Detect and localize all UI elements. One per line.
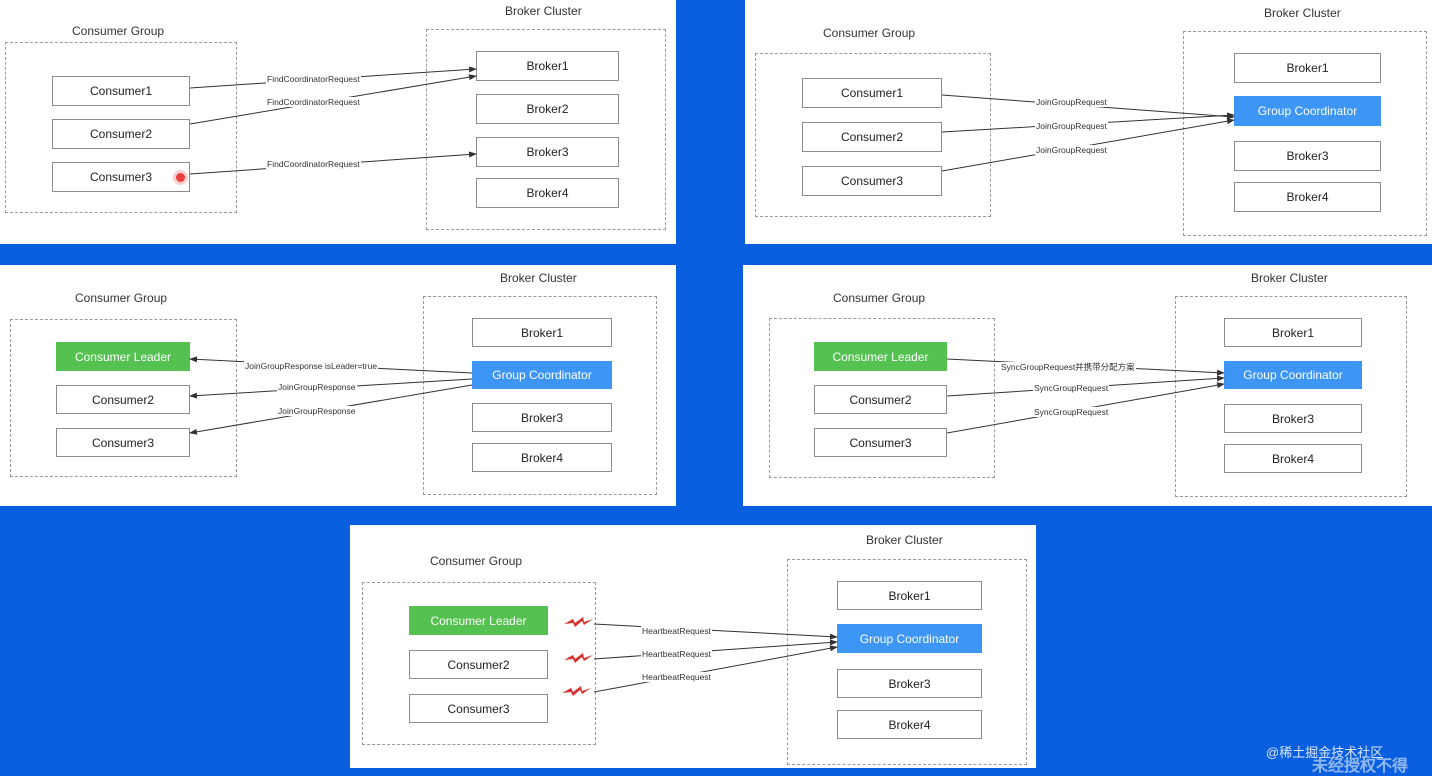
panel-join-group-response: Consumer Group Broker Cluster Consumer L… [0,265,676,506]
broker-cluster-box [1183,31,1427,236]
edge-label: HeartbeatRequest [641,626,712,636]
edge-line [593,623,838,640]
group-coordinator-node[interactable]: Group Coordinator [1234,96,1381,126]
broker-cluster-box [1175,296,1407,497]
consumer-leader-node[interactable]: Consumer Leader [814,342,947,371]
consumer-group-box [362,582,596,745]
overlay-caption-text: 未经授权不得 [1312,758,1409,775]
consumer-group-title: Consumer Group [823,26,916,40]
consumer-leader-node[interactable]: Consumer Leader [409,606,548,635]
consumer2-node[interactable]: Consumer2 [802,122,942,152]
broker3-node[interactable]: Broker3 [1234,141,1381,171]
broker-cluster-title: Broker Cluster [500,271,577,285]
panel-heartbeat: Consumer Group Broker Cluster Consumer L… [350,525,1036,768]
edge-label: JoinGroupResponse isLeader=true [244,361,379,371]
consumer-leader-node[interactable]: Consumer Leader [56,342,190,371]
broker4-node[interactable]: Broker4 [1234,182,1381,212]
broker4-node[interactable]: Broker4 [476,178,619,208]
edge-label: HeartbeatRequest [641,672,712,682]
consumer2-node[interactable]: Consumer2 [56,385,190,414]
panel-sync-group-request: Consumer Group Broker Cluster Consumer L… [743,265,1432,506]
broker1-node[interactable]: Broker1 [472,318,612,347]
panel-find-coordinator: Consumer Group Broker Cluster Consumer1 … [0,0,676,244]
broker-cluster-title: Broker Cluster [1264,6,1341,20]
consumer3-node[interactable]: Consumer3 [802,166,942,196]
edge-label: SyncGroupRequest [1033,407,1110,417]
consumer-group-box [769,318,995,478]
consumer3-node[interactable]: Consumer3 [56,428,190,457]
consumer2-node[interactable]: Consumer2 [409,650,548,679]
panel1-edges [189,66,477,175]
cursor-dot [176,173,185,182]
broker1-node[interactable]: Broker1 [1224,318,1362,347]
group-coordinator-node[interactable]: Group Coordinator [472,361,612,389]
group-coordinator-node[interactable]: Group Coordinator [837,624,982,653]
broker-cluster-title: Broker Cluster [866,533,943,547]
broker4-node[interactable]: Broker4 [1224,444,1362,473]
consumer-group-box [5,42,237,213]
broker-cluster-box [787,559,1027,765]
broker4-node[interactable]: Broker4 [472,443,612,472]
watermark-text: @稀土掘金技术社区 [1266,745,1384,760]
broker-cluster-title: Broker Cluster [505,4,582,18]
broker3-node[interactable]: Broker3 [1224,404,1362,433]
consumer1-node[interactable]: Consumer1 [802,78,942,108]
panel5-edges [593,623,838,693]
broker3-node[interactable]: Broker3 [472,403,612,432]
broker-cluster-box [426,29,666,230]
consumer2-node[interactable]: Consumer2 [52,119,190,149]
broker2-node[interactable]: Broker2 [476,94,619,124]
consumer3-node[interactable]: Consumer3 [52,162,190,192]
edge-label: SyncGroupRequest并携带分配方案 [1000,362,1136,372]
edge-label: FindCoordinatorRequest [266,97,361,107]
consumer3-node[interactable]: Consumer3 [814,428,947,457]
consumer-group-box [10,319,237,477]
edge-label: JoinGroupRequest [1035,97,1108,107]
edge-label: JoinGroupRequest [1035,121,1108,131]
heartbeat-bolt-icon [562,686,591,696]
broker1-node[interactable]: Broker1 [837,581,982,610]
edge-line [593,639,838,660]
consumer-group-title: Consumer Group [75,291,168,305]
edge-label: FindCoordinatorRequest [266,159,361,169]
broker3-node[interactable]: Broker3 [837,669,982,698]
consumer-group-box [755,53,991,217]
broker-cluster-title: Broker Cluster [1251,271,1328,285]
consumer1-node[interactable]: Consumer1 [52,76,190,106]
broker-cluster-box [423,296,657,495]
consumer2-node[interactable]: Consumer2 [814,385,947,414]
consumer-group-title: Consumer Group [72,24,165,38]
edge-label: JoinGroupResponse [277,406,357,416]
edge-label: SyncGroupRequest [1033,383,1110,393]
heartbeat-bolt-icon [564,617,593,627]
broker3-node[interactable]: Broker3 [476,137,619,167]
heartbeat-bolt-icon [564,653,593,663]
edge-label: JoinGroupResponse [277,382,357,392]
consumer-group-title: Consumer Group [430,554,523,568]
edge-line [593,645,838,693]
panel-join-group-request: Consumer Group Broker Cluster Consumer1 … [745,0,1432,244]
broker4-node[interactable]: Broker4 [837,710,982,739]
broker1-node[interactable]: Broker1 [476,51,619,81]
edge-label: JoinGroupRequest [1035,145,1108,155]
edge-label: HeartbeatRequest [641,649,712,659]
consumer-group-title: Consumer Group [833,291,926,305]
consumer3-node[interactable]: Consumer3 [409,694,548,723]
broker1-node[interactable]: Broker1 [1234,53,1381,83]
edge-label: FindCoordinatorRequest [266,74,361,84]
